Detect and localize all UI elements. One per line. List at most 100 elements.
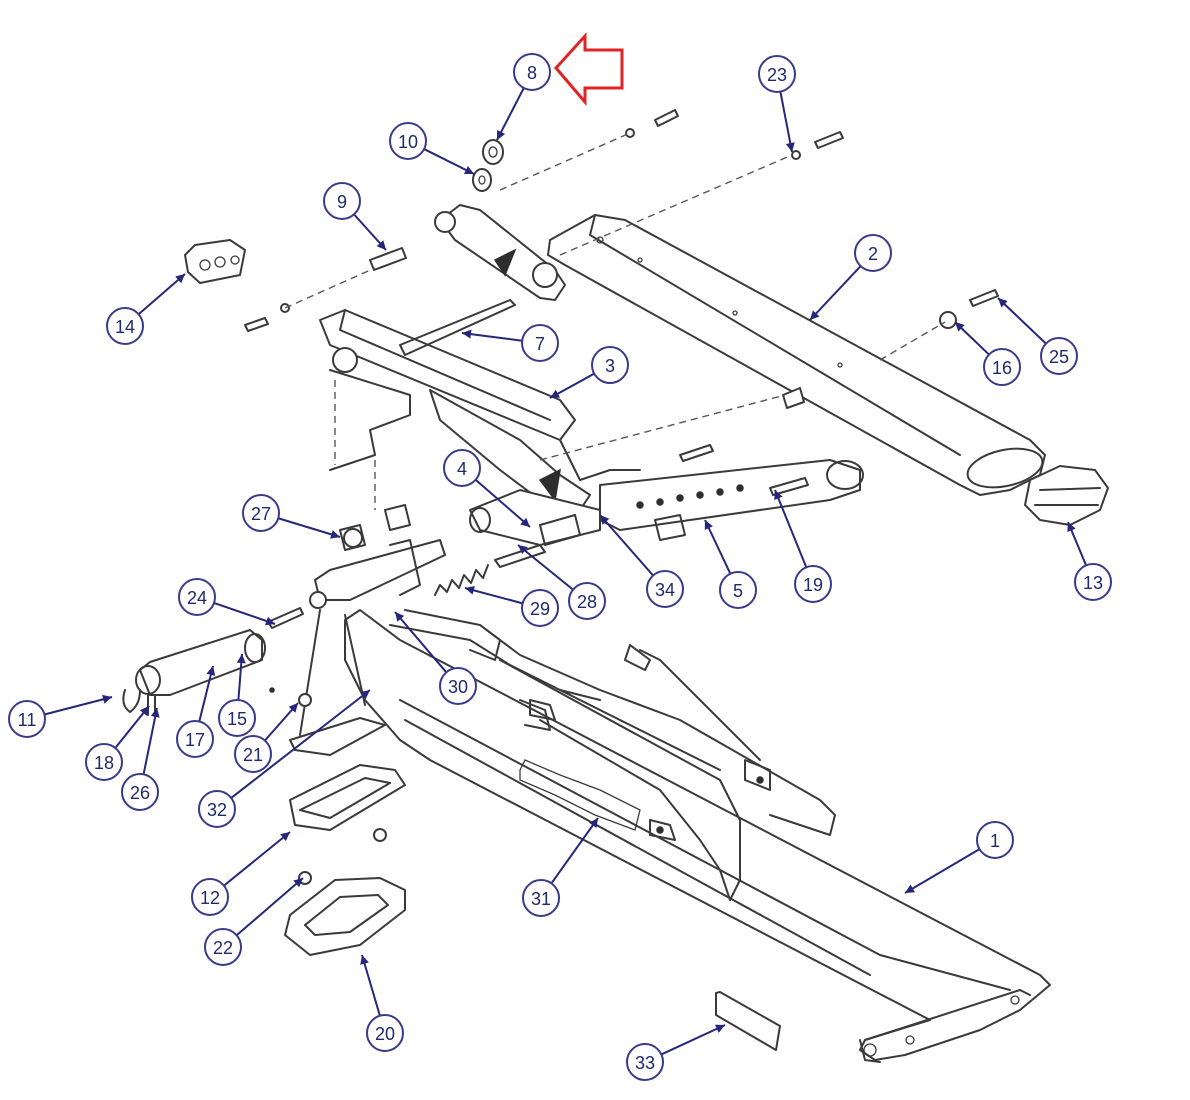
leader-arrowhead-5	[704, 520, 713, 531]
leader-line-31	[550, 817, 599, 884]
callout-3: 3	[591, 346, 629, 384]
callout-number-33: 33	[635, 1053, 655, 1073]
callout-number-18: 18	[94, 753, 114, 773]
bushing-part-9	[369, 247, 407, 271]
callout-20: 20	[366, 1014, 404, 1052]
callout-number-27: 27	[251, 504, 271, 524]
callout-circle-25	[1040, 337, 1078, 375]
callout-27: 27	[242, 494, 280, 532]
leader-line-8	[496, 87, 525, 141]
leader-arrowhead-11	[102, 694, 112, 704]
callout-18: 18	[85, 743, 123, 781]
leader-arrowhead-14	[175, 274, 185, 284]
leader-line-14	[137, 273, 186, 315]
nut-part-16	[939, 311, 957, 329]
bolt-top-left	[625, 109, 679, 138]
callout-15: 15	[218, 699, 256, 737]
leader-arrowhead-34	[600, 515, 610, 525]
callout-number-17: 17	[185, 730, 205, 750]
leader-line-34	[599, 514, 654, 577]
bolt-center	[679, 387, 805, 462]
callout-labels: 1234578910111213141516171819202122232425…	[8, 53, 1112, 1081]
callout-circle-33	[626, 1043, 664, 1081]
callout-circle-17	[176, 720, 214, 758]
leader-line-23	[779, 91, 793, 153]
callout-circle-3	[591, 346, 629, 384]
callout-circle-26	[121, 773, 159, 811]
leader-arrowhead-10	[463, 165, 474, 174]
leader-line-5	[704, 519, 732, 575]
leader-line-20	[361, 954, 381, 1017]
callout-33: 33	[626, 1043, 664, 1081]
cross-tube-part-4	[469, 489, 601, 546]
callout-29: 29	[521, 589, 559, 627]
callout-number-5: 5	[733, 581, 743, 601]
callout-circle-21	[234, 735, 272, 773]
leader-arrowhead-4	[520, 517, 530, 527]
leader-arrowhead-26	[150, 708, 160, 718]
callout-circle-9	[323, 182, 361, 220]
callout-circle-30	[439, 667, 477, 705]
leader-line-30	[394, 611, 448, 673]
leader-line-26	[142, 707, 158, 775]
bolt-part-24	[267, 591, 327, 629]
leader-line-2	[809, 265, 862, 321]
callout-25: 25	[1040, 337, 1078, 375]
adjuster-arm-part-5	[599, 459, 864, 541]
callout-number-26: 26	[130, 783, 150, 803]
leader-line-32	[230, 689, 371, 799]
highlight-arrow	[554, 32, 624, 107]
callout-number-10: 10	[398, 132, 418, 152]
leader-arrowhead-7	[462, 329, 472, 339]
leader-line-12	[223, 831, 291, 887]
leader-line-22	[235, 877, 304, 937]
leader-line-11	[44, 696, 113, 716]
leader-arrowhead-31	[589, 818, 598, 828]
callout-number-14: 14	[115, 317, 135, 337]
callout-number-23: 23	[767, 65, 787, 85]
callout-number-15: 15	[227, 709, 247, 729]
callout-14: 14	[106, 307, 144, 345]
callout-number-34: 34	[655, 580, 675, 600]
callout-number-8: 8	[527, 63, 537, 83]
callout-28: 28	[568, 582, 606, 620]
end-cap-part-13	[1024, 465, 1109, 526]
leader-arrowhead-18	[139, 706, 149, 716]
leader-arrowhead-15	[236, 654, 246, 664]
washer-part-8	[482, 139, 504, 165]
callout-17: 17	[176, 720, 214, 758]
callout-7: 7	[521, 324, 559, 362]
callout-24: 24	[178, 578, 216, 616]
callout-circle-11	[8, 700, 46, 738]
leader-line-4	[474, 479, 531, 528]
callout-number-25: 25	[1049, 347, 1069, 367]
bushing-part-27	[343, 528, 363, 548]
callout-number-11: 11	[18, 710, 37, 730]
callout-number-13: 13	[1083, 573, 1103, 593]
callout-circle-23	[758, 55, 796, 93]
callout-circle-32	[198, 790, 236, 828]
callout-number-12: 12	[200, 888, 220, 908]
leader-line-29	[464, 587, 523, 605]
callout-circle-2	[854, 234, 892, 272]
callout-circle-31	[522, 879, 560, 917]
foot-pad-part-20	[284, 877, 406, 956]
callout-circle-15	[218, 699, 256, 737]
leader-arrowhead-24	[265, 616, 275, 626]
callout-26: 26	[121, 773, 159, 811]
leader-line-25	[997, 297, 1047, 345]
leader-line-7	[461, 332, 523, 342]
pedal-arm-part-17	[122, 629, 275, 716]
callout-number-4: 4	[457, 459, 467, 479]
callout-circle-29	[521, 589, 559, 627]
callout-circle-28	[568, 582, 606, 620]
leader-arrowhead-22	[293, 878, 303, 888]
leader-arrowhead-19	[774, 490, 783, 501]
callout-21: 21	[234, 735, 272, 773]
callout-circle-20	[366, 1014, 404, 1052]
callout-number-30: 30	[448, 677, 468, 697]
callout-19: 19	[794, 565, 832, 603]
bolt-part-23	[791, 131, 844, 160]
leader-arrowhead-29	[465, 585, 475, 595]
